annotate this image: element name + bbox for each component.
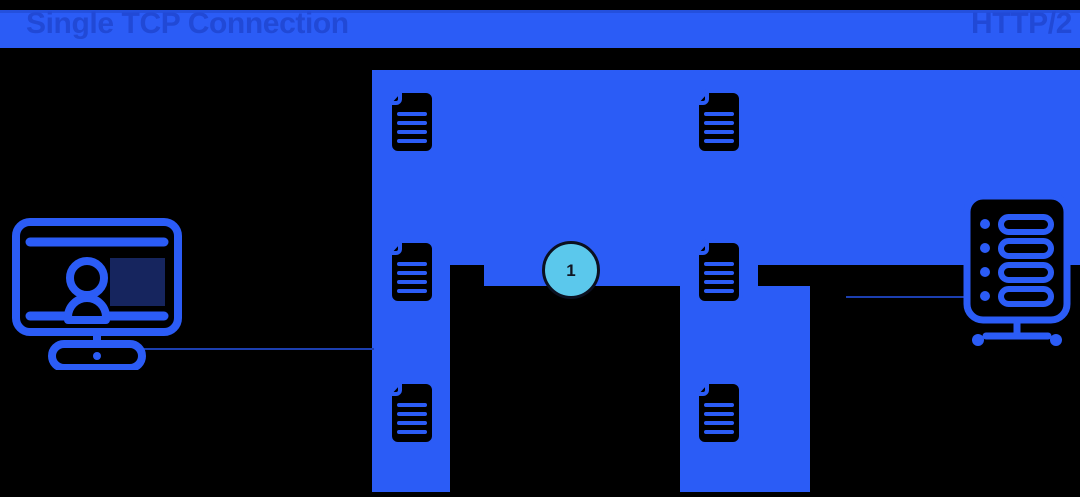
client-monitor-icon [12,218,182,370]
document-icon [693,88,745,156]
document-icon [386,379,438,447]
document-icon [693,238,745,306]
server-connection-line [846,296,968,298]
document-icon [386,238,438,306]
document-icon [386,88,438,156]
header-rule [0,10,1080,13]
client-connection-line [140,348,374,350]
document-icon [693,379,745,447]
server-rack-icon [962,192,1072,352]
connection-count-badge: 1 [542,241,600,299]
page-title: Single TCP Connection [26,7,349,40]
header-band [0,10,1080,48]
protocol-label: HTTP/2 [971,7,1072,40]
